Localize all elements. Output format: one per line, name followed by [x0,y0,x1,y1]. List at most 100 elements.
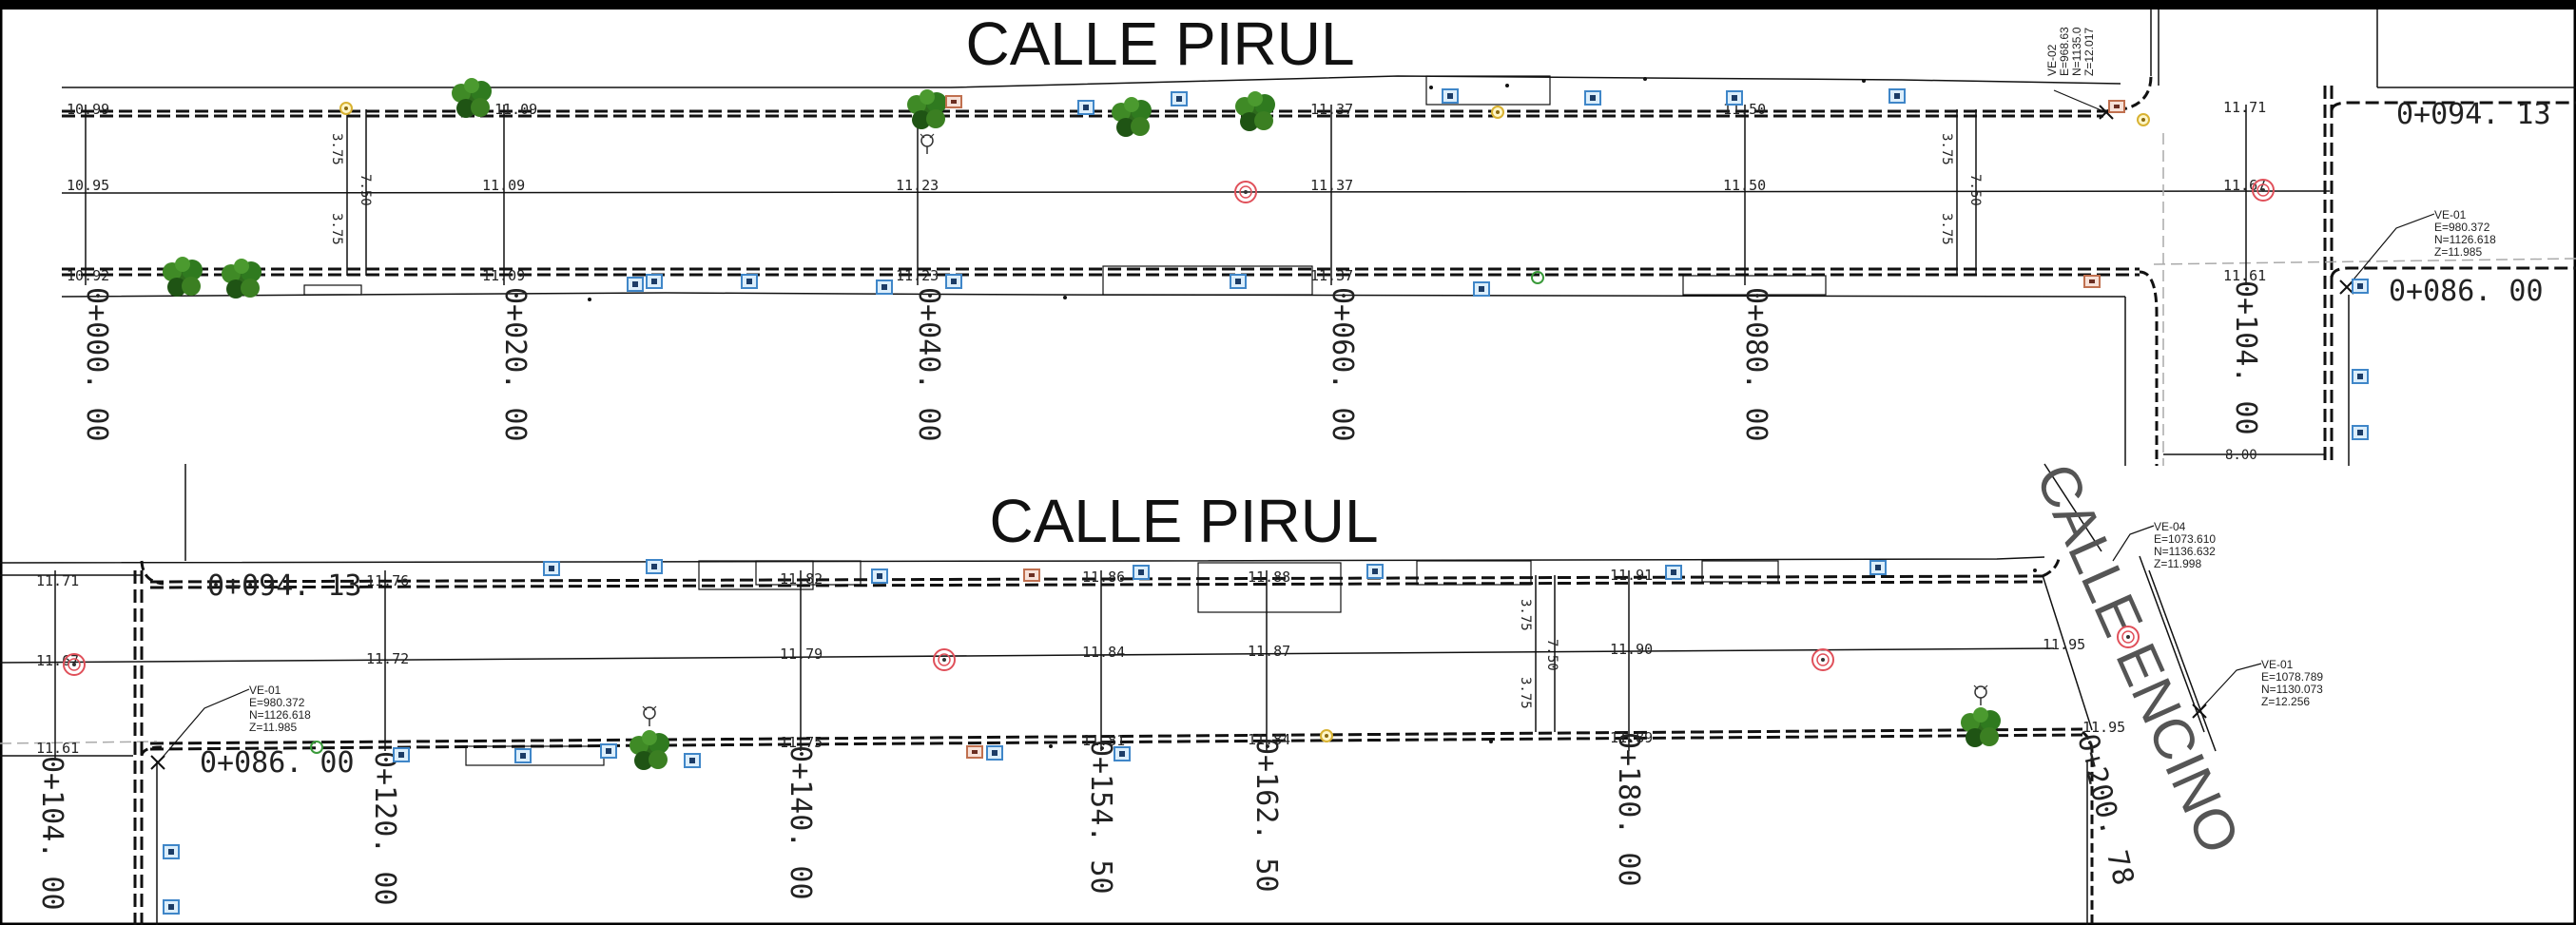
utility-box-icon [1114,746,1131,761]
station-label: 0+000. 00 [80,287,113,442]
note-n: N=1130.073 [2261,683,2323,696]
elevation-label: 11.86 [1082,568,1125,586]
note-z: Z=11.998 [2154,557,2201,570]
station-label-right: 0+094. 13 [207,569,362,603]
utility-box-icon [2352,279,2369,294]
street-lamp-icon [920,133,935,155]
ve-02-note: VE-02 E=968.63 N=1135.0 Z=12.017 [2045,27,2096,76]
dimension-label: 3.75 [1518,599,1533,631]
note-e: E=980.372 [2434,221,2490,234]
utility-box-icon [1869,560,1887,575]
valve-box-icon [945,95,962,108]
note-id: VE-01 [2261,658,2294,671]
elevation-label: 10.95 [67,177,109,194]
station-label: 0+120. 00 [368,751,401,906]
manhole-icon [1811,648,1834,671]
station-label: 0+080. 00 [1739,287,1772,442]
station-label: 0+020. 00 [498,287,532,442]
panel-1: CALLE PIRUL [61,10,2576,466]
utility-box-icon [393,747,410,762]
station-label: 0+060. 00 [1326,287,1359,442]
tree-icon [452,78,492,118]
elevation-label: 11.84 [1082,644,1125,661]
elevation-label: 11.91 [1610,567,1653,584]
panel-2-title: CALLE PIRUL [989,487,1378,555]
note-n: N=1126.618 [2434,233,2496,246]
elevation-label: 11.23 [896,267,939,284]
hydrant-icon [1320,729,1333,742]
hydrant-icon [339,102,353,115]
elevation-label: 11.95 [2082,719,2125,736]
utility-box-icon [986,745,1003,761]
valve-box-icon [966,745,983,759]
width-dimension: 8.00 [2225,448,2257,463]
station-label-side: 0+086. 00 [200,746,355,780]
note-e: E=968.63 [2058,27,2071,76]
dimension-label: 3.75 [1518,677,1533,709]
utility-box-icon [1665,565,1682,580]
hydrant-icon [1491,106,1504,119]
utility-box-icon [646,559,663,574]
utility-box-icon [871,568,888,584]
elevation-label: 11.61 [36,740,79,757]
tree-icon [1961,707,2001,747]
utility-box-icon [163,844,180,859]
valve-box-icon [2083,275,2101,288]
ve-01-note: VE-01 E=980.372 N=1126.618 Z=11.985 [2434,208,2496,259]
manhole-icon [933,648,956,671]
street-lamp-icon [642,705,657,727]
dimension-label: 7.50 [1544,639,1559,671]
dimension-label: 3.75 [329,213,344,245]
elevation-label: 11.71 [2223,99,2266,116]
utility-box-icon [1584,90,1601,106]
utility-box-icon [627,277,644,292]
elevation-label: 11.09 [482,267,525,284]
green-marker-icon [1531,271,1544,284]
tree-icon [1112,97,1152,137]
elevation-label: 11.81 [1082,732,1125,749]
elevation-label: 11.89 [1610,729,1653,746]
elevation-label: 11.37 [1310,101,1353,118]
utility-box-icon [646,274,663,289]
utility-box-icon [1133,565,1150,580]
note-z: Z=11.985 [2434,245,2482,259]
dimension-label: 7.50 [1967,174,1983,206]
elevation-label: 11.72 [366,650,409,667]
elevation-label: 11.88 [1248,568,1290,586]
dimension-label: 3.75 [1939,213,1954,245]
valve-box-icon [2108,100,2125,113]
elevation-label: 11.23 [896,177,939,194]
ve-01-left-note: VE-01 E=980.372 N=1126.618 Z=11.985 [249,684,311,734]
tree-icon [1235,91,1275,131]
elevation-label: 11.76 [366,572,409,589]
elevation-label: 11.90 [1610,641,1653,658]
utility-box-icon [1473,281,1490,297]
elevation-label: 11.09 [494,101,537,118]
note-z: Z=11.985 [249,721,297,734]
utility-box-icon [876,279,893,295]
elevation-label: 11.37 [1310,267,1353,284]
elevation-label: 11.95 [2043,636,2085,653]
utility-box-icon [543,561,560,576]
panel-2: CALLE PIRUL [0,454,2323,925]
panel-1-title: CALLE PIRUL [965,10,1354,78]
dimension-label: 3.75 [1939,133,1954,165]
utility-box-icon [741,274,758,289]
elevation-label: 11.71 [36,572,79,589]
ve-01-right-note: VE-01 E=1078.789 N=1130.073 Z=12.256 [2261,658,2323,708]
elevation-label: 11.67 [2223,177,2266,194]
note-e: E=1078.789 [2261,670,2323,684]
tree-icon [163,257,203,297]
note-n: N=1135.0 [2070,27,2083,76]
note-n: N=1136.632 [2154,545,2216,558]
utility-box-icon [2352,425,2369,440]
elevation-label: 11.79 [780,646,823,663]
station-label: 0+154. 50 [1084,740,1117,895]
note-id: VE-01 [2434,208,2467,222]
elevation-label: 11.50 [1723,177,1766,194]
station-label: 0+200. 78 [2070,730,2140,888]
utility-box-icon [684,753,701,768]
side-street-name: CALLE ENCINO [2024,454,2252,862]
sheet-top-band [0,0,2576,10]
